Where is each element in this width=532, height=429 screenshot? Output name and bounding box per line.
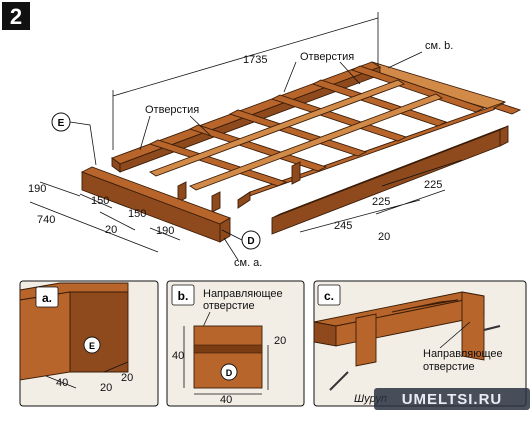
detail-a-dim-20-b: 20 [121, 372, 133, 384]
detail-a-dim-20-a: 20 [100, 382, 112, 394]
dim-right-20: 20 [378, 231, 390, 243]
detail-c-guide-line1: Направляющее [423, 348, 503, 360]
detail-panel-a: a. E 40 20 20 [19, 280, 159, 407]
detail-b-dim-40-bottom: 40 [220, 394, 232, 406]
detail-c-letter: c. [324, 289, 334, 303]
ref-a: см. a. [234, 257, 262, 269]
detail-b-dim-20: 20 [274, 335, 286, 347]
detail-a-part: E [89, 341, 95, 351]
figure-number: 2 [10, 4, 22, 29]
lattice-leg-2 [211, 191, 221, 213]
part-e-label: E [58, 118, 65, 129]
watermark: UMELTSI.RU [374, 388, 530, 410]
lattice-leg-3 [291, 161, 301, 185]
left-dimensions: 190 740 150 150 20 190 [28, 181, 181, 253]
dim-right-225-a: 225 [424, 179, 442, 191]
lattice-long-slats [149, 79, 443, 191]
label-holes-top: Отверстия [300, 51, 354, 63]
dim-right-245: 245 [334, 220, 352, 232]
detail-a-letter: a. [42, 291, 52, 305]
watermark-text: UMELTSI.RU [402, 391, 503, 408]
detail-c-guide-line2: отверстие [423, 361, 475, 373]
detail-b-part: D [226, 368, 233, 378]
detail-panel-b: b. Направляющее отверстие D 40 20 40 [166, 280, 305, 407]
dim-left-190-top: 190 [28, 183, 46, 195]
dim-left-150-b: 150 [128, 208, 146, 220]
figure-badge [2, 2, 30, 30]
detail-a-letter-box [35, 286, 59, 308]
left-loose-rail [80, 166, 232, 243]
lattice-leg-1 [177, 181, 187, 203]
dim-left-740: 740 [37, 214, 55, 226]
label-holes-left: Отверстия [145, 104, 199, 116]
detail-b-dim-40-side: 40 [172, 350, 184, 362]
detail-b-guide-line2: отверстие [203, 300, 255, 312]
detail-b-letter: b. [178, 289, 189, 303]
detail-b-guide-line1: Направляющее [203, 288, 283, 300]
detail-a-dim-40: 40 [56, 377, 68, 389]
detail-panel-c: c. Направляющее отверстие Шуруп [313, 280, 527, 407]
part-d-label: D [247, 236, 254, 247]
main-lattice [111, 61, 507, 213]
lattice-right-rail-end [237, 191, 251, 209]
ref-b: см. b. [425, 40, 453, 52]
dim-right-225-b: 225 [372, 196, 390, 208]
right-loose-rail [271, 103, 522, 235]
right-dimensions: 225 225 245 20 [299, 159, 463, 243]
dim-left-190-bottom: 190 [156, 225, 174, 237]
dim-left-150-a: 150 [91, 195, 109, 207]
dim-line-1735 [112, 17, 379, 97]
dim-left-20: 20 [105, 224, 117, 236]
dim-1735: 1735 [243, 54, 267, 66]
